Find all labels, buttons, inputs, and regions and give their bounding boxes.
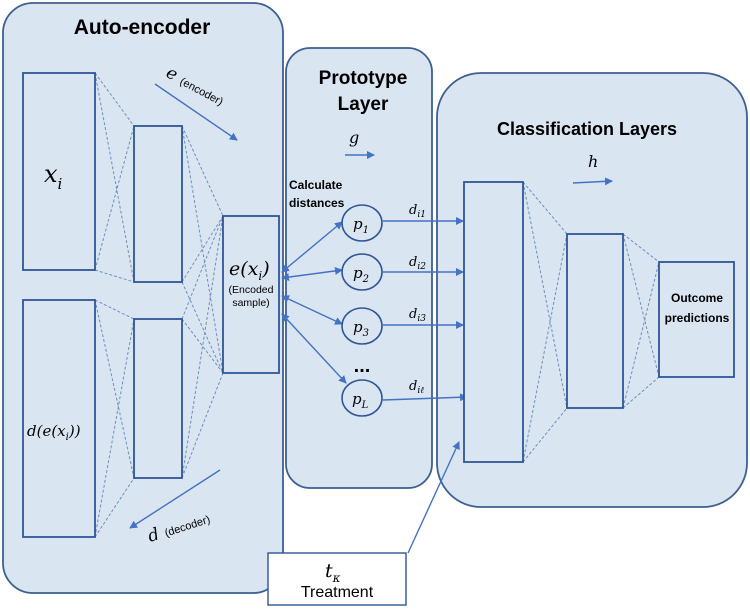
distance-label-1: di1 [409,203,426,220]
reconstruction-box [22,299,96,538]
encoded-note-line2: sample) [232,297,269,309]
h-arrow [572,177,613,186]
reconstruction-label: d(e(xi)) [27,422,81,443]
prototype-node-L [341,379,383,417]
distance-label-2: di2 [409,255,426,272]
encoder-arrow [154,83,238,141]
treatment-label: Treatment [301,584,374,601]
outcome-box [658,261,735,378]
prototype-label-1: p1 [353,215,369,236]
encoded-sample-label: e(xi) [229,258,270,283]
prototype-node-3 [341,307,383,345]
distance-label-L: diℓ [409,379,424,396]
encoded-note-line1: (Encoded [229,284,274,296]
treatment-arrow [407,441,460,554]
encoder-connections [94,72,224,374]
prototype-node-1 [341,204,383,242]
prototype-label-3: p3 [353,318,369,339]
distance-label-3: di3 [409,307,426,324]
prototype-node-2 [341,253,383,291]
classification-title: Classification Layers [497,119,677,139]
prototype-title-line1: Prototype [319,68,408,89]
classification-hidden-box [566,233,624,409]
prototype-ellipsis: ... [354,355,371,377]
classification-input-box [463,181,524,463]
input-label: xi [44,160,63,193]
encoded-sample-box [222,215,280,374]
prototype-label-L: pL [352,390,369,411]
prototype-label-2: p2 [353,264,369,285]
calculate-distances-line1: Calculate [289,178,343,192]
treatment-box [267,552,407,606]
outcome-line2: predictions [665,311,730,325]
decoder-arrow [129,469,221,529]
decoder-connections [94,215,224,538]
treatment-symbol: tκ [325,560,341,585]
h-label: h [588,152,598,171]
autoencoder-title: Auto-encoder [74,16,211,39]
g-label: g [349,128,359,147]
input-layer-box [22,72,96,271]
distance-output-arrows [382,217,468,402]
prototype-title-line2: Layer [338,94,389,115]
classification-connections [522,181,660,463]
calculate-distances-line2: distances [289,196,345,210]
encoder-hidden-box [133,125,183,283]
outcome-line1: Outcome [671,291,723,305]
decoder-hidden-box [133,318,183,479]
distance-arrows [281,221,347,384]
